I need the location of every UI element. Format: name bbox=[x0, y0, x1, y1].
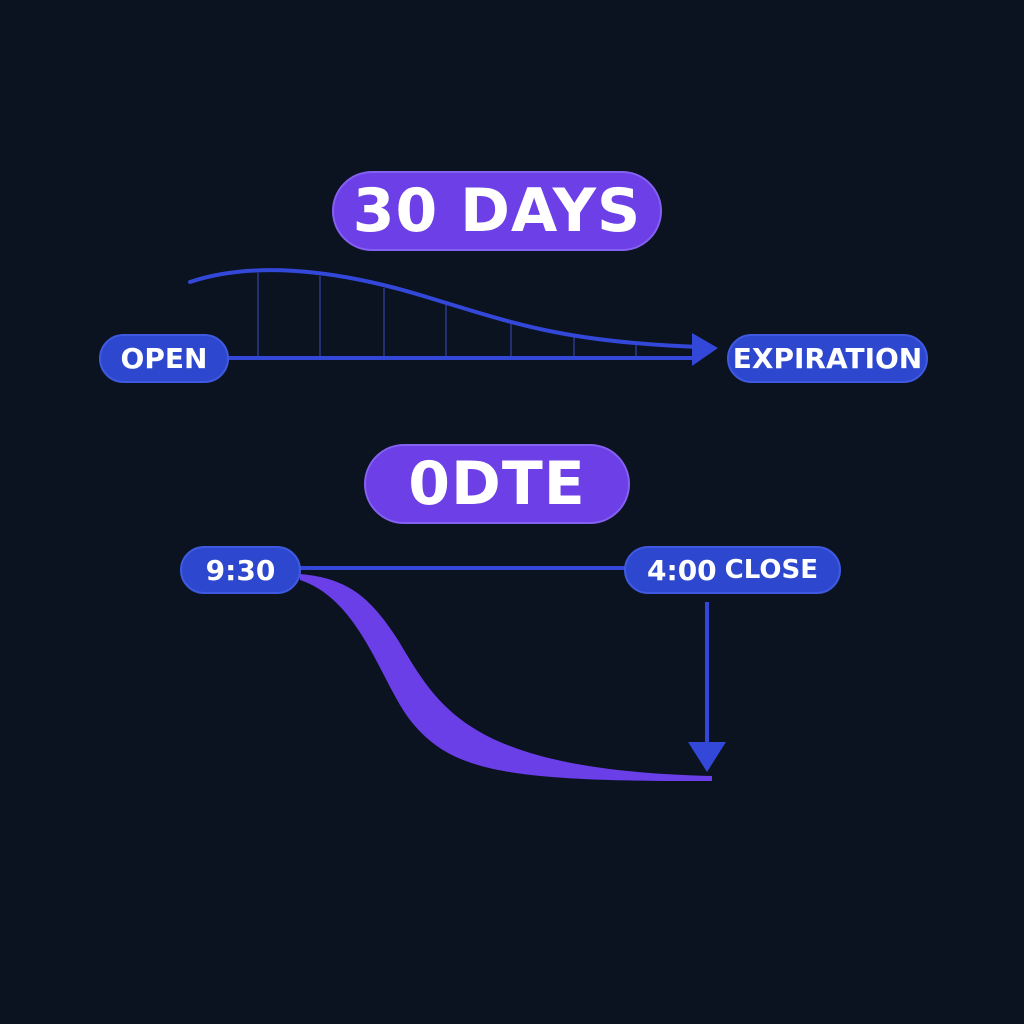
market-close-time-text: 4:00 bbox=[647, 553, 717, 587]
open-label-text: OPEN bbox=[120, 342, 208, 375]
thirty-days-title-text: 30 DAYS bbox=[352, 176, 642, 246]
decay-hatch-lines bbox=[257, 273, 637, 356]
market-open-time-label: 9:30 bbox=[180, 546, 301, 594]
timeline-arrowhead bbox=[692, 333, 718, 366]
thirty-days-title: 30 DAYS bbox=[332, 171, 662, 251]
open-label: OPEN bbox=[99, 334, 229, 383]
market-open-time-text: 9:30 bbox=[205, 553, 276, 587]
thirty-day-decay-curve bbox=[188, 268, 702, 349]
expiration-label: EXPIRATION bbox=[727, 334, 928, 383]
market-close-word: CLOSE bbox=[724, 555, 818, 585]
close-drop-arrowhead bbox=[688, 742, 726, 772]
zero-dte-title-text: 0DTE bbox=[408, 449, 586, 519]
expiration-label-text: EXPIRATION bbox=[732, 342, 923, 375]
market-close-time-label: 4:00 CLOSE bbox=[624, 546, 841, 594]
zero-dte-decay-curve bbox=[300, 574, 712, 782]
zero-dte-title: 0DTE bbox=[364, 444, 630, 524]
